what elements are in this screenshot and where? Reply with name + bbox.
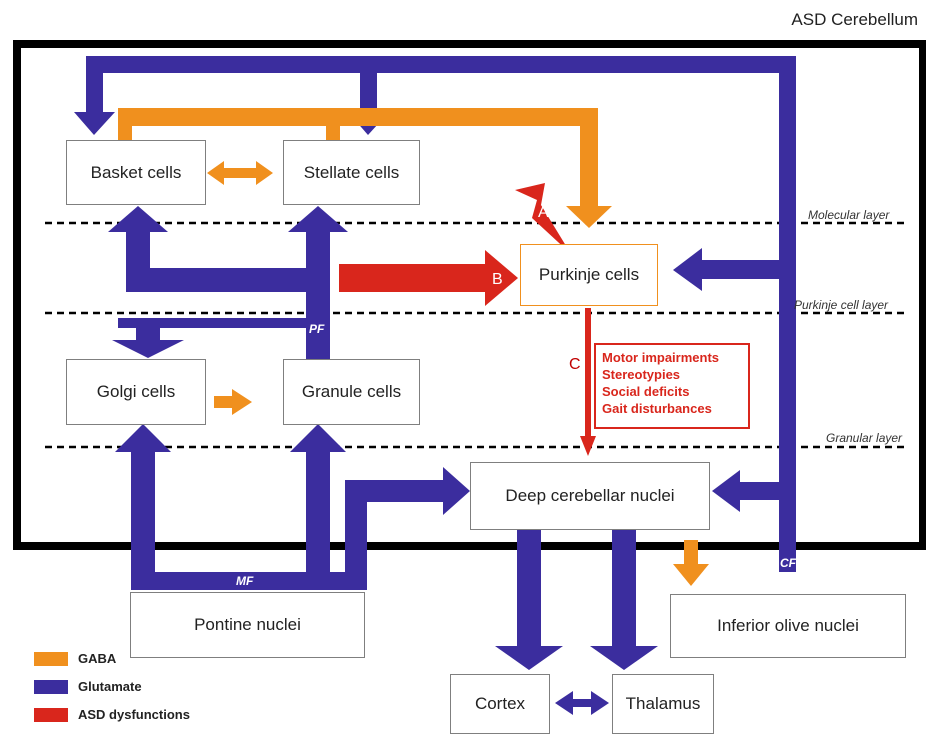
gaba-basket-stem xyxy=(118,108,132,140)
pf-granule-stem xyxy=(306,230,330,360)
mf-granule-shaft xyxy=(306,450,330,590)
mf-dcn-arrowhead xyxy=(443,467,470,515)
legend-glutamate-label: Glutamate xyxy=(78,679,142,694)
effect-item: Stereotypies xyxy=(602,367,681,382)
gaba-pathways xyxy=(118,108,709,586)
cf-basket-arrowhead xyxy=(74,112,115,135)
cf-top-bar xyxy=(86,56,796,73)
dcn-olive-shaft xyxy=(684,540,698,566)
cerebellum-frame xyxy=(13,40,926,550)
golgi-granule-arrow xyxy=(214,389,252,415)
effect-item: Social deficits xyxy=(602,384,690,399)
legend-asd-swatch xyxy=(34,707,68,722)
legend-asd: ASD dysfunctions xyxy=(34,707,190,722)
legend-asd-label: ASD dysfunctions xyxy=(78,707,190,722)
mf-golgi-shaft xyxy=(131,450,155,590)
legend-glutamate: Glutamate xyxy=(34,679,142,694)
stellate-cells-box: Stellate cells xyxy=(283,140,420,205)
purkinje-layer-label: Purkinje cell layer xyxy=(794,298,889,312)
effect-item: Gait disturbances xyxy=(602,401,712,416)
effect-item: Motor impairments xyxy=(602,350,720,365)
legend-glutamate-swatch xyxy=(34,679,68,694)
granular-layer-label: Granular layer xyxy=(826,431,903,445)
pf-basket-stem xyxy=(126,230,150,292)
cf-basket-stem xyxy=(86,56,103,116)
molecular-layer-label: Molecular layer xyxy=(808,208,890,222)
mf-golgi-arrowhead xyxy=(115,424,171,452)
dcn-cortex-arrowhead xyxy=(495,646,563,670)
pf-basket-arrowhead xyxy=(108,206,168,232)
legend-gaba-swatch xyxy=(34,651,68,666)
thalamus-box: Thalamus xyxy=(612,674,714,734)
golgi-cells-box: Golgi cells xyxy=(66,359,206,425)
cf-purkinje-shaft xyxy=(700,260,796,279)
gaba-top-bar xyxy=(118,108,598,126)
dcn-olive-arrowhead xyxy=(673,564,709,586)
pf-horizontal xyxy=(126,268,330,292)
asd-a-lightning xyxy=(515,183,571,254)
asd-c-arrowhead xyxy=(580,436,596,456)
cf-dcn-shaft xyxy=(738,482,796,500)
mf-granule-arrowhead xyxy=(290,424,346,452)
deep-cerebellar-nuclei-box: Deep cerebellar nuclei xyxy=(470,462,710,530)
pontine-nuclei-box: Pontine nuclei xyxy=(130,592,365,658)
mf-dcn-shaft xyxy=(345,480,445,502)
pf-stellate-arrowhead xyxy=(288,206,348,232)
marker-c: C xyxy=(569,356,581,373)
cortex-thalamus-arrow xyxy=(555,691,609,715)
basket-stellate-arrow xyxy=(207,161,273,185)
asd-dysfunctions xyxy=(339,183,596,456)
pf-golgi-bar xyxy=(118,318,330,328)
marker-b: B xyxy=(492,271,503,288)
mf-label: MF xyxy=(236,574,254,588)
pf-label: PF xyxy=(309,322,325,336)
pf-golgi-stem xyxy=(136,318,160,342)
glutamate-pathways xyxy=(74,56,796,715)
dcn-thalamus-arrowhead xyxy=(590,646,658,670)
asd-b-shaft xyxy=(339,264,487,292)
asd-b-arrowhead xyxy=(485,250,518,306)
asd-c-shaft xyxy=(585,308,591,438)
cf-label: CF xyxy=(780,556,796,570)
diagram-title: ASD Cerebellum xyxy=(791,10,918,29)
inferior-olive-nuclei-box: Inferior olive nuclei xyxy=(670,594,906,658)
purkinje-cells-box: Purkinje cells xyxy=(520,244,658,306)
dcn-thalamus-shaft xyxy=(612,530,636,650)
cortex-box: Cortex xyxy=(450,674,550,734)
legend-gaba-label: GABA xyxy=(78,651,117,666)
cf-vertical xyxy=(779,56,796,572)
cf-purkinje-arrowhead xyxy=(673,248,702,291)
cf-stellate-stem xyxy=(360,56,377,116)
gaba-purkinje-shaft xyxy=(580,108,598,208)
marker-a: A xyxy=(538,204,549,221)
granule-cells-box: Granule cells xyxy=(283,359,420,425)
gaba-stellate-stem xyxy=(326,108,340,140)
mf-dcn-stem xyxy=(345,480,367,590)
basket-cells-box: Basket cells xyxy=(66,140,206,205)
gaba-purkinje-arrowhead xyxy=(566,206,612,228)
cf-dcn-arrowhead xyxy=(712,470,740,512)
dcn-cortex-shaft xyxy=(517,530,541,650)
legend-gaba: GABA xyxy=(34,651,116,666)
pf-golgi-arrowhead xyxy=(112,340,184,358)
asd-effects-box: Motor impairments Stereotypies Social de… xyxy=(594,343,750,429)
